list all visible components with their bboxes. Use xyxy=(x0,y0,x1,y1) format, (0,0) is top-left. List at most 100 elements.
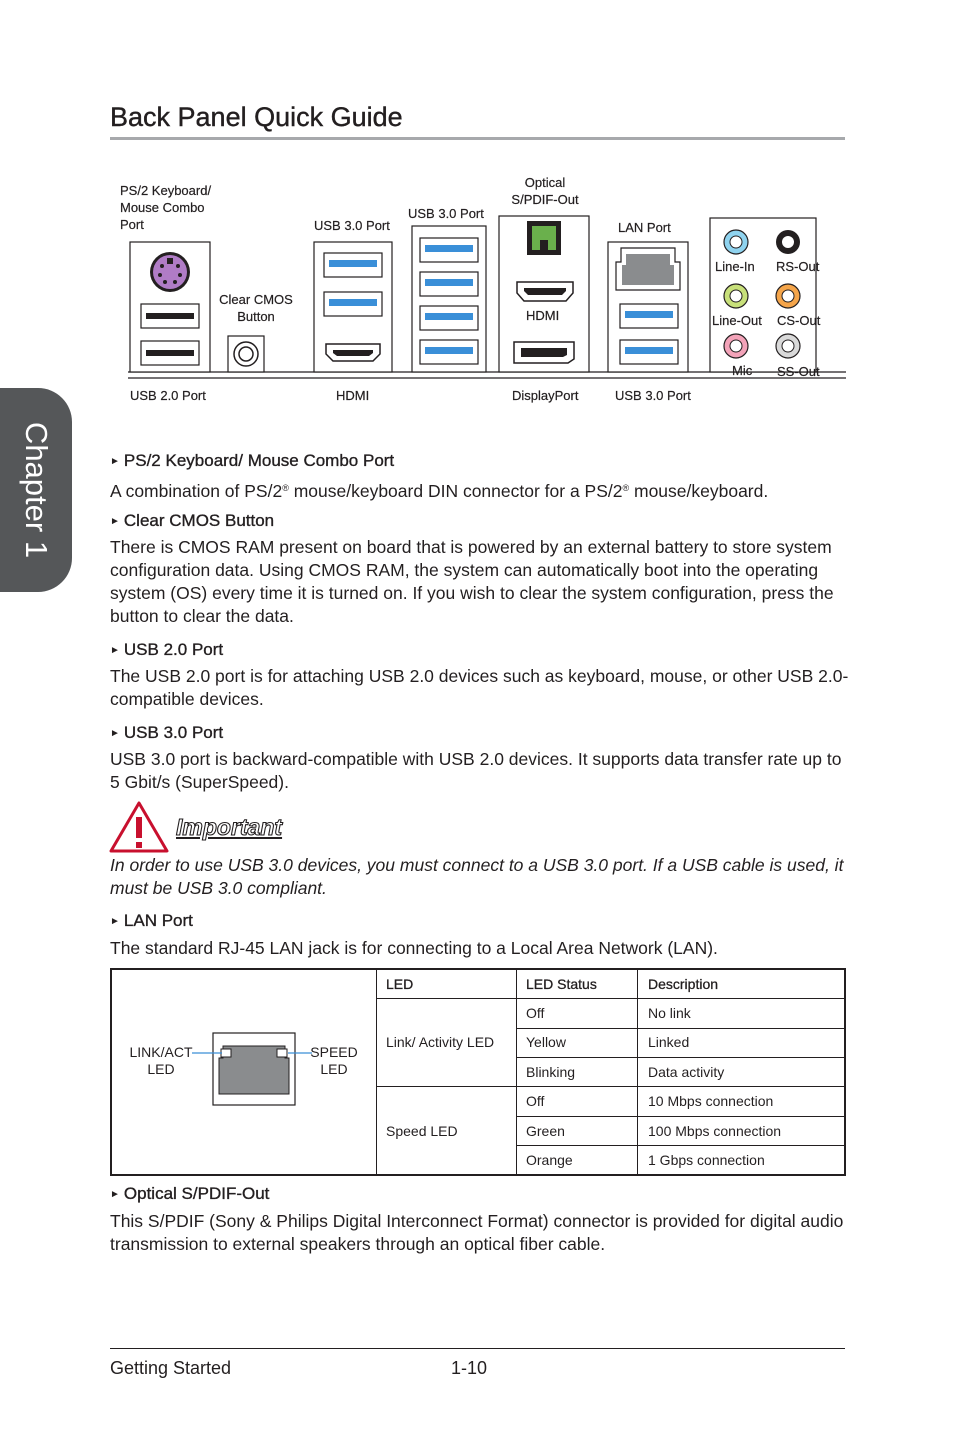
clear-cmos-label-line-1: Clear CMOS xyxy=(219,292,293,307)
section-body-optical: This S/PDIF (Sony & Philips Digital Inte… xyxy=(110,1211,844,1254)
line-out-label: Line-Out xyxy=(712,313,762,328)
ss-out-label: SS-Out xyxy=(777,364,820,379)
lan-port xyxy=(622,254,674,285)
usb20-bottom-label: USB 2.0 Port xyxy=(130,388,206,403)
table-cell-description: 100 Mbps connection xyxy=(648,1123,782,1139)
optical-label: Optical S/PDIF-Out xyxy=(500,174,590,208)
usb30-port-a2-tongue xyxy=(329,299,377,306)
usb30-port-b4-tongue xyxy=(425,347,473,354)
table-cell-description: Data activity xyxy=(648,1064,725,1080)
displayport-bottom-label: DisplayPort xyxy=(512,388,579,403)
section-heading-lan-text: LAN Port xyxy=(123,911,193,930)
table-cell-led-name: Speed LED xyxy=(386,1123,458,1139)
led-pointer-lines xyxy=(192,1052,312,1054)
usb30-port-b2-tongue xyxy=(425,279,473,286)
displayport-port-inner xyxy=(521,348,567,357)
registered-mark: ® xyxy=(622,483,630,493)
line-out-jack-hole xyxy=(729,289,743,303)
table-divider xyxy=(376,1086,844,1087)
bullet-triangle-icon: ► xyxy=(110,728,120,739)
table-header-led: LED xyxy=(386,976,414,992)
ss-out-jack-hole xyxy=(781,339,795,353)
ps2-body-part-2: mouse/keyboard DIN connector for a PS/2 xyxy=(288,481,623,501)
section-body-lan: The standard RJ-45 LAN jack is for conne… xyxy=(110,938,718,958)
section-heading-ps2-text: PS/2 Keyboard/ Mouse Combo Port xyxy=(123,451,395,470)
table-cell-status: Orange xyxy=(526,1152,573,1168)
ps2-label-line-1: PS/2 Keyboard/ xyxy=(120,183,212,198)
table-header-description: Description xyxy=(648,976,719,992)
important-note: In order to use USB 3.0 devices, you mus… xyxy=(110,855,844,898)
hdmi-inner-label: HDMI xyxy=(526,308,560,323)
section-body-usb30: USB 3.0 port is backward-compatible with… xyxy=(110,749,842,792)
line-in-label: Line-In xyxy=(715,259,755,274)
section-heading-lan: ►LAN Port xyxy=(110,911,193,931)
usb20-port-top-tongue xyxy=(146,313,194,319)
speed-led-label: SPEED LED xyxy=(308,1044,360,1078)
lan-label: LAN Port xyxy=(618,220,671,235)
link-act-label-line-2: LED xyxy=(147,1061,175,1077)
clear-cmos-label-line-2: Button xyxy=(237,309,275,324)
table-cell-status: Blinking xyxy=(526,1064,576,1080)
table-divider xyxy=(516,1028,844,1029)
table-cell-description: Linked xyxy=(648,1034,690,1050)
clear-cmos-button-shape xyxy=(238,346,254,362)
table-header-status: LED Status xyxy=(526,976,597,992)
rs-out-label: RS-Out xyxy=(776,259,820,274)
table-divider xyxy=(516,1057,844,1058)
line-in-jack-hole xyxy=(729,235,743,249)
bullet-triangle-icon: ► xyxy=(110,645,120,656)
optical-label-line-2: S/PDIF-Out xyxy=(511,192,579,207)
ps2-body-part-3: mouse/keyboard. xyxy=(629,481,769,501)
ps2-label-line-3: Port xyxy=(120,217,144,232)
usb30-port-b3-tongue xyxy=(425,313,473,320)
speed-label-line-1: SPEED xyxy=(310,1044,358,1060)
bullet-triangle-icon: ► xyxy=(110,456,120,467)
table-cell-status: Green xyxy=(526,1123,565,1139)
back-panel-illustration xyxy=(128,215,846,379)
table-cell-status: Off xyxy=(526,1005,545,1021)
section-body-clear-cmos: There is CMOS RAM present on board that … xyxy=(110,537,834,626)
ps2-port xyxy=(153,255,187,289)
table-divider xyxy=(516,1116,844,1117)
ps2-label-line-2: Mouse Combo xyxy=(120,200,205,215)
table-divider xyxy=(376,998,844,999)
section-heading-optical-text: Optical S/PDIF-Out xyxy=(123,1184,270,1203)
usb30-label-a: USB 3.0 Port xyxy=(314,218,390,233)
lan-jack-illustration xyxy=(212,1032,296,1106)
ps2-pins xyxy=(158,258,182,284)
table-divider xyxy=(376,970,377,1174)
usb20-port-bottom-tongue xyxy=(146,350,194,356)
table-cell-led-name: Link/ Activity LED xyxy=(386,1034,495,1050)
section-heading-optical: ►Optical S/PDIF-Out xyxy=(110,1184,270,1204)
usb30-port-b1-tongue xyxy=(425,245,473,252)
cs-out-jack-hole xyxy=(781,289,795,303)
bullet-triangle-icon: ► xyxy=(110,516,120,527)
usb30-label-b: USB 3.0 Port xyxy=(408,206,484,221)
speed-label-line-2: LED xyxy=(320,1061,348,1077)
warning-icon xyxy=(109,801,169,853)
clear-cmos-label: Clear CMOS Button xyxy=(214,291,298,325)
usb30-port-a1-tongue xyxy=(329,260,377,267)
table-divider xyxy=(637,970,638,1174)
usb30-port-c2-tongue xyxy=(625,347,673,354)
hdmi-bottom-label: HDMI xyxy=(336,388,370,403)
table-cell-status: Yellow xyxy=(526,1034,566,1050)
table-cell-description: 1 Gbps connection xyxy=(648,1152,765,1168)
usb30-port-c1-tongue xyxy=(625,311,673,318)
section-heading-usb20: ►USB 2.0 Port xyxy=(110,640,223,660)
ps2-label: PS/2 Keyboard/ Mouse Combo Port xyxy=(120,182,211,233)
footer-rule xyxy=(110,1348,845,1349)
important-label: Important xyxy=(175,813,283,840)
footer-page-number: 1-10 xyxy=(451,1358,488,1378)
hdmi-port-1-inner xyxy=(333,350,373,356)
hdmi-port-2-inner xyxy=(524,288,566,295)
section-heading-usb20-text: USB 2.0 Port xyxy=(123,640,224,659)
mic-label: Mic xyxy=(732,363,753,378)
page-title: Back Panel Quick Guide xyxy=(110,102,403,132)
back-panel-diagram: PS/2 Keyboard/ Mouse Combo Port Clear CM… xyxy=(108,170,850,410)
optical-label-line-1: Optical xyxy=(524,175,566,190)
led-table: LINK/ACT LED SPEED LED LED LED Status De… xyxy=(110,968,846,1176)
section-body-ps2: A combination of PS/2® mouse/keyboard DI… xyxy=(110,477,850,503)
bullet-triangle-icon: ► xyxy=(110,916,120,927)
table-divider xyxy=(516,970,517,1174)
